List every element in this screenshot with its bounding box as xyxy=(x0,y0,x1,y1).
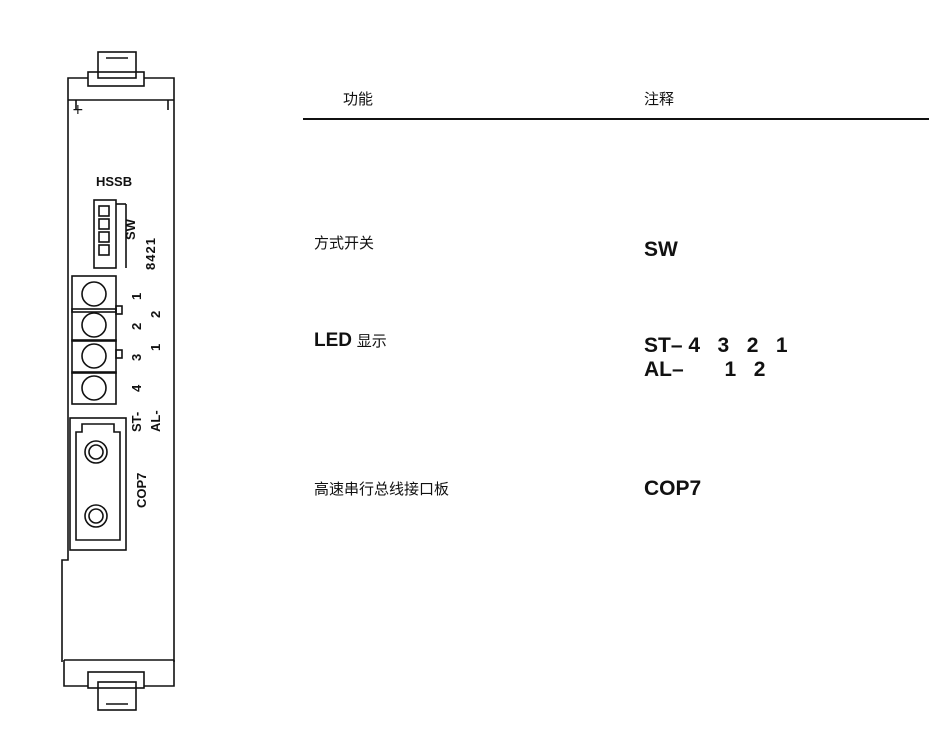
hssb-label: HSSB xyxy=(96,174,132,189)
led-top-number-4: 4 xyxy=(129,384,144,392)
sw-digits: 8421 xyxy=(143,237,158,270)
led-top-number-1: 1 xyxy=(129,293,144,300)
function-led-display: LED 显示 xyxy=(314,330,387,352)
function-column-header: 功能 xyxy=(343,90,374,108)
note-al-row: AL– 1 2 xyxy=(644,358,766,381)
cop7-label: COP7 xyxy=(134,473,149,508)
plus-sign: + xyxy=(72,102,84,118)
function-mode-switch: 方式开关 xyxy=(314,234,375,252)
header-divider xyxy=(303,118,929,120)
led-top-number-3: 3 xyxy=(129,354,144,361)
st-label: ST- xyxy=(129,412,144,432)
led-top-number-2: 2 xyxy=(129,323,144,330)
sw-label: SW xyxy=(123,218,138,240)
note-st-row: ST– 4 3 2 1 xyxy=(644,334,788,357)
function-led-text: 显示 xyxy=(356,332,387,350)
note-column-header: 注释 xyxy=(644,90,675,108)
function-hssb-board: 高速串行总线接口板 xyxy=(314,480,450,498)
note-cop7: COP7 xyxy=(644,477,702,500)
note-sw: SW xyxy=(644,238,678,261)
led-bottom-number-1: 1 xyxy=(148,344,163,351)
function-led-prefix: LED xyxy=(314,330,352,351)
board-diagram: + HSSB SW 8421 1 2 3 4 ST- 2 1 AL- COP7 xyxy=(61,51,175,711)
al-label: AL- xyxy=(148,410,163,432)
led-bottom-number-2: 2 xyxy=(148,311,163,318)
